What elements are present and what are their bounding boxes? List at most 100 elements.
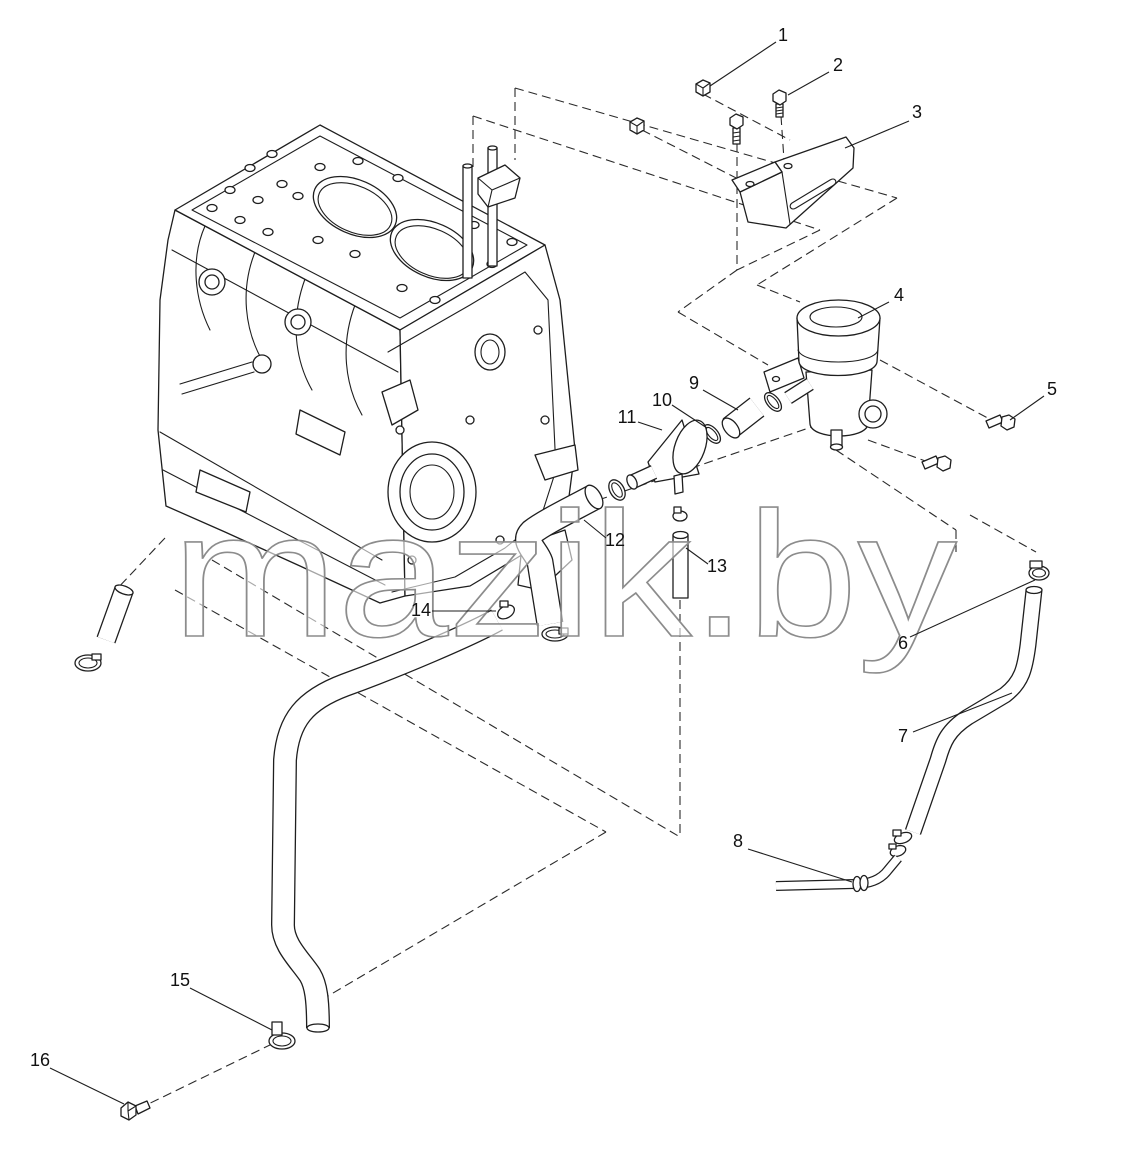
leader-line-7 bbox=[912, 692, 1013, 733]
hose-fill bbox=[906, 589, 1042, 835]
cover-bolt bbox=[495, 535, 505, 545]
assembly-line bbox=[969, 514, 1037, 553]
assembly-line bbox=[702, 93, 791, 141]
clamp-tab bbox=[892, 829, 902, 837]
hose-clamp bbox=[763, 392, 783, 412]
assembly-line bbox=[472, 115, 821, 231]
callout-4: 4 bbox=[894, 285, 904, 305]
bolt-hole bbox=[244, 163, 256, 173]
front-fitting bbox=[381, 379, 419, 426]
part-13-sleeve bbox=[672, 530, 689, 599]
assembly-line bbox=[677, 311, 769, 366]
hose-clamp bbox=[892, 829, 913, 845]
part-3-bracket bbox=[731, 136, 855, 229]
crankshaft-seal-inner bbox=[409, 464, 455, 520]
hose-clamp bbox=[672, 506, 688, 522]
bolt-hole bbox=[312, 235, 324, 245]
bolt-hole bbox=[206, 203, 218, 213]
callout-15: 15 bbox=[170, 970, 190, 990]
leader-line-10 bbox=[671, 404, 708, 429]
funnel-nipple bbox=[673, 473, 684, 495]
cover-bolt bbox=[465, 415, 475, 425]
separator-mount-hole bbox=[771, 375, 781, 383]
assembly-line bbox=[756, 284, 801, 303]
separator-drain-end bbox=[829, 443, 844, 451]
leader-line-4 bbox=[857, 301, 890, 319]
cover-bolt bbox=[540, 415, 550, 425]
bolt-hole bbox=[349, 249, 361, 259]
bolt-hole bbox=[262, 227, 274, 237]
callout-11: 11 bbox=[618, 407, 637, 427]
part-16-bolt bbox=[120, 1100, 151, 1121]
assembly-line bbox=[135, 1043, 273, 1111]
callout-9: 9 bbox=[689, 373, 699, 393]
bolt-head bbox=[729, 113, 744, 130]
bolt-hole bbox=[224, 185, 236, 195]
bolt-hole bbox=[506, 237, 518, 247]
clamp-tab bbox=[673, 506, 682, 514]
assembly-line bbox=[327, 831, 607, 997]
callout-2: 2 bbox=[833, 55, 843, 75]
part-2-bolt bbox=[772, 89, 787, 118]
hose-clamp bbox=[74, 653, 102, 672]
hose-fill bbox=[97, 587, 133, 643]
side-pipe bbox=[179, 361, 255, 395]
assembly-line bbox=[514, 87, 898, 199]
part-1-nut bbox=[695, 79, 711, 97]
leader-line-11 bbox=[637, 421, 663, 431]
assembly-line bbox=[677, 269, 738, 313]
hose-end bbox=[1025, 585, 1043, 595]
stud-end bbox=[462, 163, 473, 169]
side-bracket bbox=[295, 409, 346, 456]
side-port-inner bbox=[290, 314, 306, 330]
clamp-ring-inner bbox=[611, 482, 623, 498]
bolt-hole bbox=[266, 149, 278, 159]
stud bbox=[462, 165, 473, 279]
clamp-ring-inner bbox=[78, 657, 98, 669]
assembly-line bbox=[174, 589, 607, 833]
bolt-head bbox=[936, 455, 952, 472]
funnel-mouth bbox=[672, 419, 708, 475]
callout-labels: 1 2 3 4 5 6 7 8 9 10 11 12 13 14 15 16 bbox=[30, 25, 1057, 1070]
assembly-line bbox=[835, 449, 957, 531]
part-4-breather-separator bbox=[763, 299, 888, 451]
part-7-hose bbox=[904, 585, 1043, 835]
cover-bolt bbox=[407, 555, 417, 565]
bolt-shank bbox=[134, 1100, 151, 1115]
front-port bbox=[474, 333, 506, 371]
bracket-slot bbox=[789, 178, 837, 210]
funnel-spout-end bbox=[626, 474, 638, 490]
pump-fitting-edge bbox=[477, 177, 521, 208]
front-lower-bracket bbox=[534, 444, 579, 481]
clamp-tab bbox=[558, 627, 569, 635]
leader-line-1 bbox=[709, 41, 777, 87]
clamp-ring bbox=[763, 392, 783, 412]
callout-12: 12 bbox=[605, 530, 625, 550]
hose-clamp bbox=[496, 600, 516, 620]
part-5-bolt bbox=[985, 414, 1016, 431]
leader-line-13 bbox=[685, 547, 709, 565]
hose-end bbox=[306, 1023, 330, 1033]
clamp-tab bbox=[499, 600, 509, 608]
pipe-fitting bbox=[859, 874, 869, 892]
bolt-head bbox=[772, 89, 787, 106]
separator-inlet-stub-fill bbox=[784, 379, 814, 403]
leader-lines bbox=[49, 41, 1045, 1105]
leader-line-8 bbox=[747, 848, 853, 883]
hose-end bbox=[114, 584, 134, 596]
cylinder-wall-bulge bbox=[345, 304, 363, 416]
clamp-tab bbox=[91, 653, 102, 661]
bolt-hole bbox=[276, 179, 288, 189]
assembly-line bbox=[115, 537, 166, 591]
clamp-tab bbox=[1029, 560, 1043, 569]
bolt-hole bbox=[392, 173, 404, 183]
bolt-hole bbox=[292, 191, 304, 201]
leader-line-15 bbox=[189, 987, 273, 1031]
oil-pan-rail bbox=[159, 431, 383, 561]
part-12-elbow-hose bbox=[515, 484, 604, 627]
pump-fitting bbox=[477, 164, 521, 208]
bolt-hole bbox=[252, 195, 264, 205]
separator-mount bbox=[763, 357, 805, 393]
separator-lid-top bbox=[796, 299, 881, 337]
clamp-tab bbox=[271, 1021, 283, 1036]
